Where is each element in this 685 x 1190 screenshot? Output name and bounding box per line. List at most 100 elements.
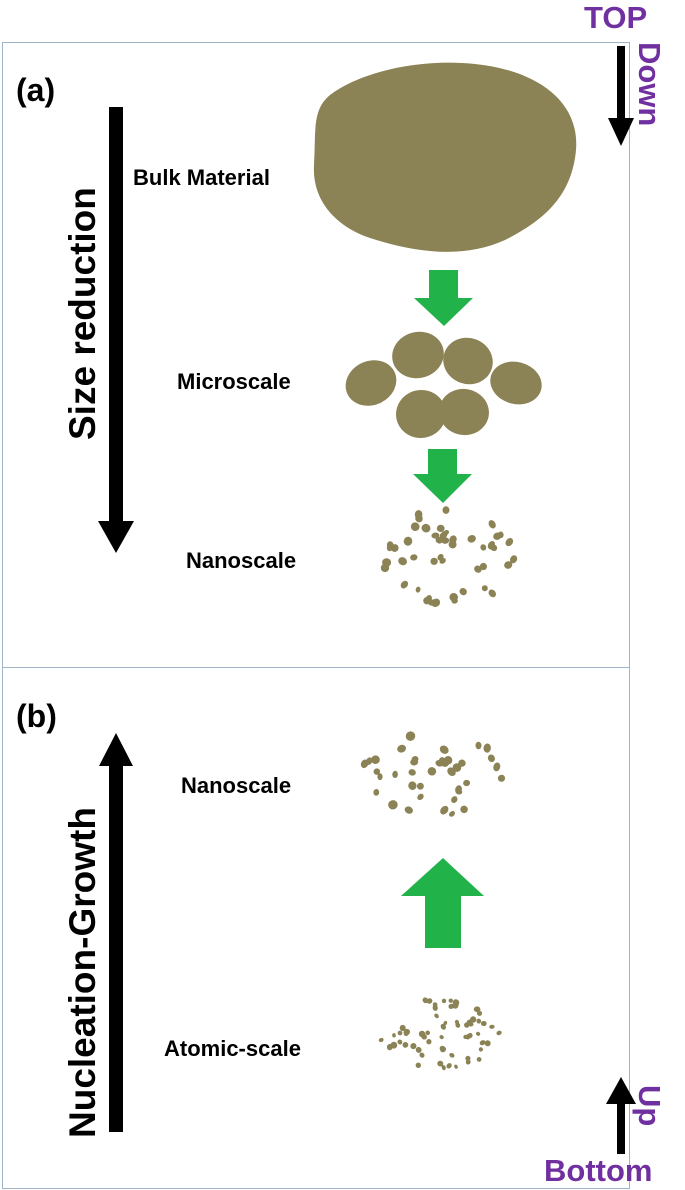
particle <box>434 1013 439 1019</box>
side-label-up: Up <box>632 1085 667 1127</box>
panel-a-label: (a) <box>16 72 56 108</box>
particle <box>416 782 424 790</box>
particle <box>404 806 413 814</box>
particle <box>390 1041 398 1049</box>
particle <box>418 1030 426 1038</box>
particle <box>455 785 462 794</box>
particle <box>422 997 429 1004</box>
flow-arrow-down-2 <box>413 449 472 503</box>
particle <box>463 1034 468 1040</box>
particle <box>439 1035 444 1040</box>
particle <box>397 1039 403 1045</box>
particle <box>410 554 418 561</box>
side-label-down: Down <box>632 42 667 127</box>
particle <box>452 999 460 1006</box>
particle <box>497 774 506 782</box>
particle <box>428 599 436 606</box>
stage-label-microscale: Microscale <box>177 369 291 394</box>
side-label-bottom: Bottom <box>544 1153 653 1188</box>
particle <box>392 1033 396 1038</box>
particle <box>439 532 447 540</box>
flow-arrow-down-1 <box>414 270 473 326</box>
particle <box>465 1059 471 1065</box>
particle <box>475 741 482 750</box>
microscale-particles <box>345 331 542 439</box>
particle <box>403 536 413 546</box>
particle <box>440 805 449 815</box>
particle <box>402 1042 409 1048</box>
particle <box>411 756 419 763</box>
particle <box>371 755 380 765</box>
particle <box>436 524 445 533</box>
particle <box>449 811 455 817</box>
particle <box>400 580 409 589</box>
particle <box>399 1024 406 1032</box>
particle <box>493 762 501 772</box>
particle <box>478 1047 484 1052</box>
particle <box>480 544 487 551</box>
particle <box>425 1030 431 1036</box>
particle <box>386 544 393 552</box>
particle <box>451 796 458 804</box>
particle <box>496 1030 502 1036</box>
particle <box>360 759 369 769</box>
particle <box>432 1002 438 1007</box>
particle <box>497 531 504 539</box>
atomic-scale-particles <box>378 997 502 1071</box>
particle <box>484 1040 491 1047</box>
particle <box>454 1064 458 1069</box>
particle <box>479 562 487 571</box>
particle <box>488 589 497 598</box>
particle <box>421 523 431 533</box>
particle <box>464 1022 470 1028</box>
particle <box>505 538 514 547</box>
particle <box>476 1057 482 1062</box>
particle <box>440 757 450 767</box>
particle <box>397 1030 403 1036</box>
size-reduction-arrow <box>98 107 134 553</box>
side-label-top: TOP <box>584 0 648 35</box>
particle <box>467 1032 473 1039</box>
bulk-material-blob <box>313 62 577 252</box>
flow-arrow-up <box>401 858 484 948</box>
particle <box>483 743 491 753</box>
particle <box>504 561 513 569</box>
particle <box>377 773 383 781</box>
particle <box>476 1018 482 1024</box>
particle <box>448 998 453 1003</box>
particle <box>487 754 495 763</box>
particle <box>397 744 407 753</box>
particle <box>446 1063 452 1069</box>
particle <box>479 1040 486 1046</box>
particle <box>449 592 458 602</box>
particle <box>426 1039 432 1045</box>
particle <box>441 1064 446 1071</box>
stage-label-nanoscale-b: Nanoscale <box>181 773 292 798</box>
particle <box>408 781 417 790</box>
particle <box>459 587 467 596</box>
particle <box>439 745 449 754</box>
particle <box>415 1046 422 1053</box>
particle <box>449 1052 455 1058</box>
particle <box>490 544 498 552</box>
particle <box>373 789 380 796</box>
particle <box>408 769 416 776</box>
particle <box>488 520 496 529</box>
particle <box>474 565 482 573</box>
particle <box>460 805 468 814</box>
nanoscale-particles-b <box>360 731 506 817</box>
particle <box>382 558 392 567</box>
particle <box>470 1016 477 1023</box>
particle <box>417 793 424 801</box>
particle <box>439 557 446 564</box>
particle <box>415 514 423 523</box>
stage-label-atomic: Atomic-scale <box>164 1036 301 1061</box>
particle <box>405 731 416 741</box>
panel-b-label: (b) <box>16 698 57 734</box>
particle <box>440 1023 447 1030</box>
particle <box>403 1028 410 1036</box>
nucleation-growth-label: Nucleation-Growth <box>62 807 103 1138</box>
particle <box>452 763 462 772</box>
particle <box>373 768 381 775</box>
